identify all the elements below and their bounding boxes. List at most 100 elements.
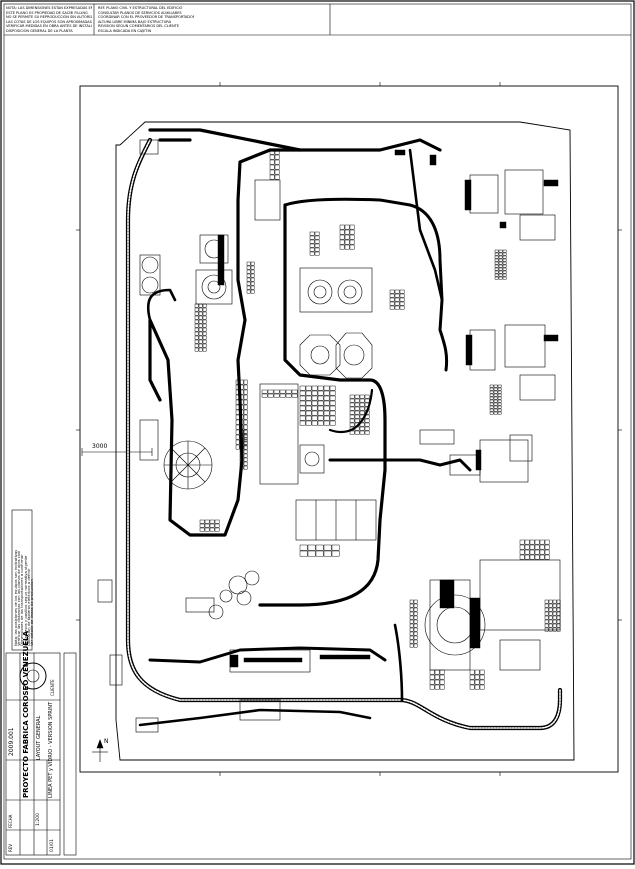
rack-cell [279,389,286,394]
equipment-block [319,654,371,660]
header-note: NO SE PERMITE SU REPRODUCCION SIN AUTORI… [6,15,92,20]
rack-cell [469,684,475,690]
rack-cell [235,419,240,425]
rack-cell [409,635,414,640]
rack-cell [556,619,561,624]
rack-cell [202,315,207,320]
rack-cell [299,405,306,411]
header-notes-right: REF. PLANO CIVIL Y ESTRUCTURAL DEL EDIFI… [98,6,194,34]
rack-cell [556,603,561,608]
rack-cell [314,231,320,236]
rack-cell [243,429,248,435]
rack-cell [497,408,502,412]
rack-cell [524,554,530,560]
rack-cell [519,554,525,560]
rack-cell [364,406,370,411]
rack-cell [552,599,557,604]
rack-cell [544,603,549,608]
rack-cell [243,409,248,415]
rack-cell [497,387,502,391]
rack-cell [235,414,240,420]
rack-cell [199,523,205,528]
rack-cell [291,393,298,398]
rack-cell [498,249,503,253]
rack-cell [479,684,485,690]
rack-cell [399,293,405,298]
rack-cell [239,419,244,425]
rack-cell [314,239,320,244]
rack-cell [349,394,355,399]
rack-cell [394,305,400,310]
rack-cell [534,549,540,555]
rack-cell [194,347,199,352]
rack-cell [243,453,248,458]
rack-cell [243,424,248,430]
rack-cell [299,410,306,416]
rack-cell [434,679,440,685]
rack-cell [502,273,507,277]
rack-cell [198,323,203,328]
rack-cell [314,243,320,248]
rack-cell [544,554,550,560]
rack-cell [552,603,557,608]
rack-cell [317,400,324,406]
rack-cell [198,319,203,324]
rack-cell [317,395,324,401]
rack-cell [311,390,318,396]
rack-cell [243,399,248,405]
rack-cell [359,394,365,399]
rack-cell [493,408,498,412]
rack-cell [329,405,336,411]
rack-cell [359,422,365,427]
rack-cell [198,307,203,312]
rack-cell [359,410,365,415]
rack-cell [497,411,502,415]
rack-cell [409,611,414,616]
rack-cell [323,400,330,406]
rack-cell [239,414,244,420]
rack-cell [291,389,298,394]
rack-cell [498,276,503,280]
rack-cell [339,239,345,245]
rack-cell [474,684,480,690]
rack-cell [198,335,203,340]
rack-cell [317,385,324,391]
rack-cell [329,395,336,401]
rack-cell [202,339,207,344]
rack-cell [529,539,535,545]
rack-cell [243,461,248,466]
rack-cell [354,398,360,403]
rack-cell [544,619,549,624]
rack-cell [209,527,215,532]
rack-cell [299,390,306,396]
rack-cell [243,449,248,454]
rack-cell [250,273,255,278]
rack-cell [497,390,502,394]
rack-cell [548,603,553,608]
rack-cell [315,544,324,551]
rack-cell [556,627,561,632]
rack-cell [429,669,435,675]
rack-cell [548,623,553,628]
rack-cell [349,229,355,235]
equipment-block [394,149,406,156]
rack-cell [198,303,203,308]
rack-cell [544,611,549,616]
rack-cell [235,394,240,400]
rack-cell [354,418,360,423]
rack-cell [494,261,499,265]
rack-cell [552,623,557,628]
rack-cell [243,433,248,438]
rack-cell [323,415,330,421]
rack-cell [409,619,414,624]
equipment-block [243,657,303,663]
rack-cell [317,390,324,396]
rack-cell [239,433,244,438]
rack-cell [305,420,312,426]
rack-cell [239,453,244,458]
rack-cell [246,277,251,282]
rack-cell [364,414,370,419]
rack-cell [529,554,535,560]
rack-cell [269,154,275,160]
rack-cell [329,410,336,416]
